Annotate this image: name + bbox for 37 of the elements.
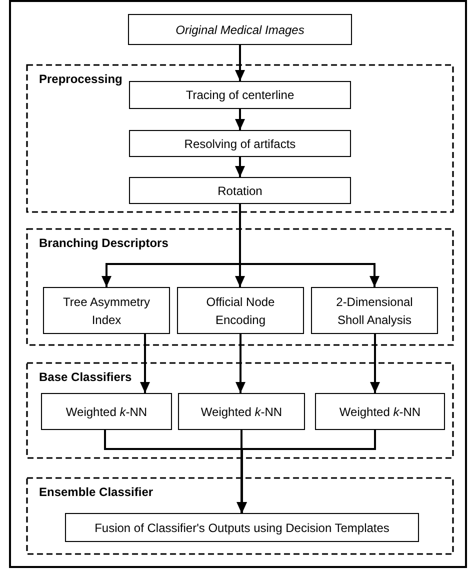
stage-title: Branching Descriptors	[39, 236, 168, 251]
arrow	[370, 334, 380, 393]
process-box	[178, 393, 305, 430]
process-box	[177, 287, 304, 334]
stage-panel	[26, 228, 454, 346]
arrow	[235, 109, 245, 130]
step-label: Fusion of Classifier's Outputs using Decision Templates	[94, 520, 390, 536]
step-label: Weighted k-NN	[200, 404, 282, 420]
arrow	[140, 334, 150, 393]
process-box	[43, 287, 170, 334]
step-label: Tree Asymmetry Index	[62, 294, 151, 328]
stage-panel	[26, 64, 454, 213]
process-box	[129, 177, 351, 204]
process-box	[128, 14, 352, 45]
step-label: Weighted k-NN	[339, 404, 421, 420]
arrow	[239, 204, 380, 287]
process-box	[315, 393, 445, 430]
step-label: Original Medical Images	[176, 22, 304, 38]
process-box	[129, 81, 351, 109]
step-label: Official Node Encoding	[205, 294, 276, 328]
stage-title: Preprocessing	[39, 72, 122, 87]
stage-title: Base Classifiers	[39, 370, 132, 385]
stage-title: Ensemble Classifier	[39, 485, 154, 500]
step-label: Rotation	[218, 182, 262, 200]
arrow	[235, 45, 245, 81]
process-box	[129, 130, 351, 157]
step-label: Resolving of artifacts	[184, 136, 296, 152]
step-label: Weighted k-NN	[66, 404, 148, 420]
arrow	[236, 334, 246, 393]
process-box	[41, 393, 172, 430]
step-label: 2-Dimensional Sholl Analysis	[335, 294, 414, 328]
step-label: Tracing of centerline	[186, 87, 294, 104]
stage-panel	[26, 362, 454, 459]
stage-panel	[26, 477, 454, 555]
arrow	[235, 157, 245, 177]
process-box	[311, 287, 438, 334]
process-box	[65, 513, 419, 542]
